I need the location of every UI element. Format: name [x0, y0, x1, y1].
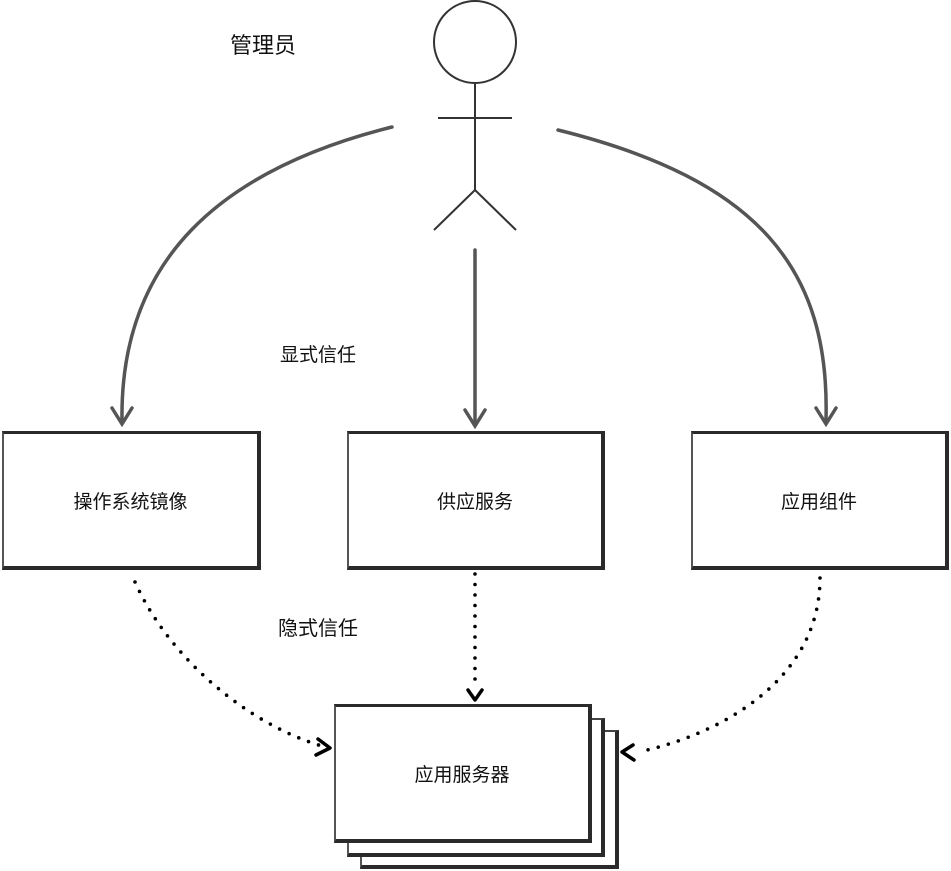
implicit-arrow-head-os-image: [314, 737, 332, 757]
actor-head: [433, 0, 517, 84]
app-server-box: 应用服务器: [334, 704, 592, 843]
provisioning-service-box: 供应服务: [347, 431, 605, 570]
implicit-arrow-os-image: [133, 580, 324, 748]
explicit-arrow-head-app-components: [814, 406, 838, 428]
explicit-arrow-head-os-image: [110, 406, 134, 428]
app-components-label: 应用组件: [780, 490, 857, 513]
explicit-arrow-os-image: [120, 125, 394, 422]
os-image-label: 操作系统镜像: [73, 490, 188, 513]
stick-figure-icon: [433, 0, 517, 231]
os-image-box: 操作系统镜像: [2, 431, 261, 570]
implicit-arrow-app-components: [636, 576, 822, 754]
implicit-trust-label: 隐式信任: [278, 616, 358, 640]
app-components-box: 应用组件: [691, 431, 949, 570]
actor-label: 管理员: [230, 34, 297, 59]
implicit-arrow-head-provisioning: [466, 688, 484, 702]
actor-right-leg: [474, 189, 517, 231]
provisioning-service-label: 供应服务: [436, 490, 513, 513]
implicit-arrow-head-app-components: [620, 743, 636, 762]
explicit-trust-label: 显式信任: [280, 344, 357, 366]
explicit-arrow-app-components: [556, 128, 828, 422]
app-server-label: 应用服务器: [414, 763, 510, 786]
actor-left-leg: [433, 189, 476, 231]
explicit-arrow-head-provisioning: [463, 408, 487, 430]
